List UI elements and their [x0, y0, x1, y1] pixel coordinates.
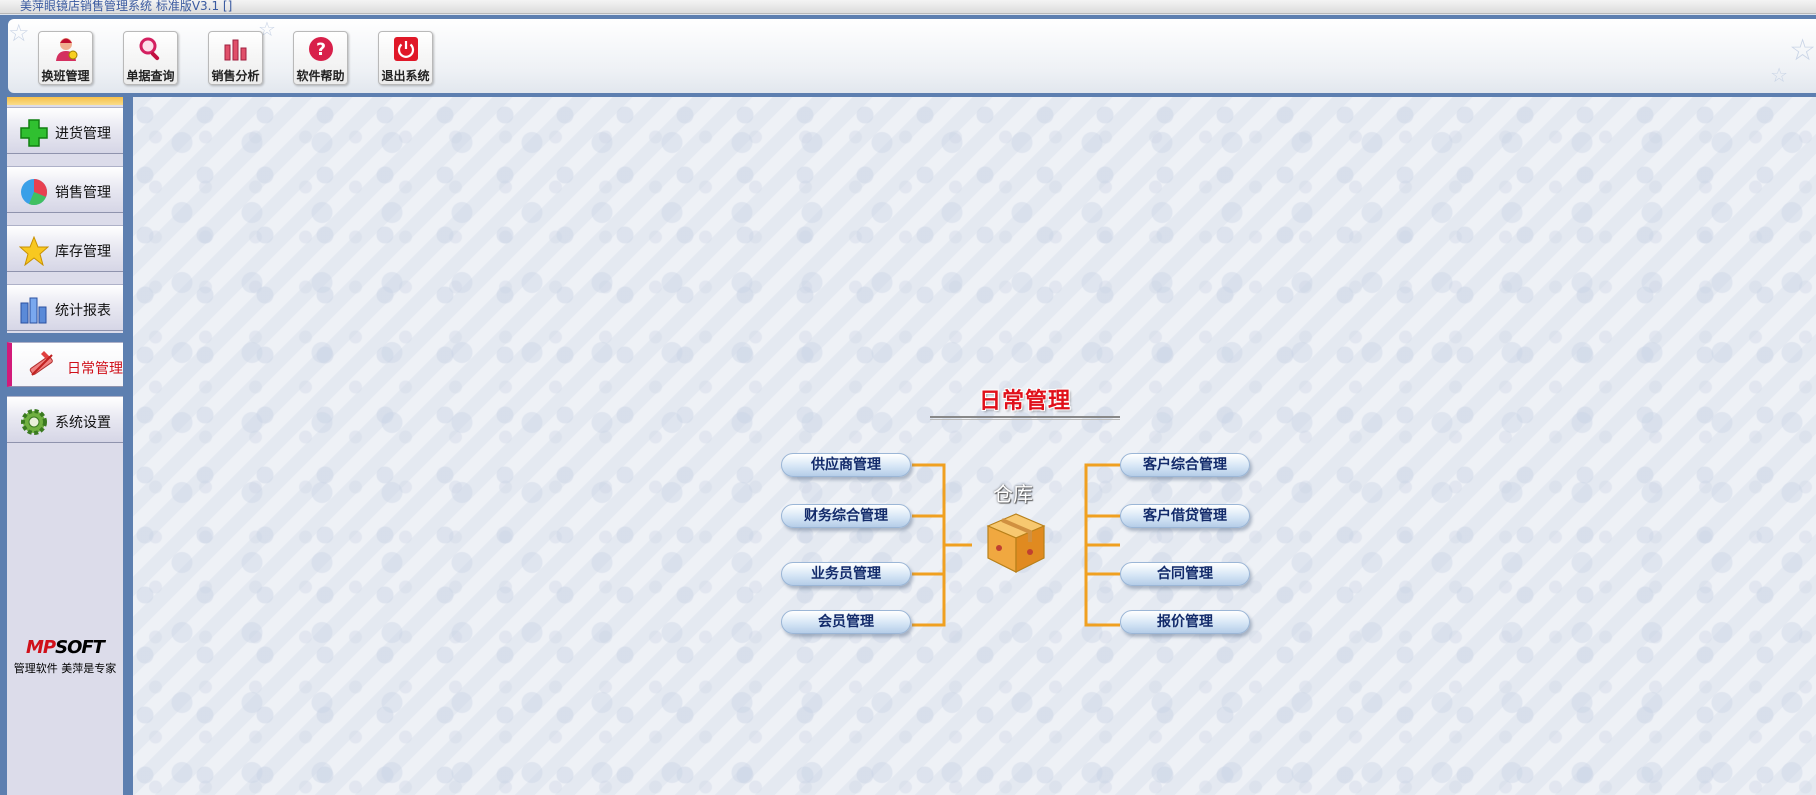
svg-text:?: ?: [316, 40, 326, 60]
window-title: 美萍眼镜店销售管理系统 标准版V3.1 []: [20, 0, 233, 13]
section-title-rule: [930, 416, 1120, 420]
decorative-star-icon: ☆: [1770, 63, 1788, 87]
shift-management-label: 换班管理: [41, 69, 90, 83]
supplier-management-button[interactable]: 供应商管理: [781, 453, 911, 477]
toolbar: ☆ ☆ ☆ ☆ ☆ ☆ 换班管理 单据查询: [8, 17, 1816, 93]
decorative-star-icon: ☆: [1789, 33, 1816, 68]
bar-chart-icon: [224, 39, 247, 61]
logo-slogan: 管理软件 美萍是专家: [13, 662, 117, 675]
tools-icon: [29, 351, 53, 376]
customer-loan-management-button[interactable]: 客户借贷管理: [1120, 504, 1250, 528]
connector-lines: [912, 463, 1120, 627]
sales-analysis-label: 销售分析: [211, 69, 260, 83]
exit-system-button[interactable]: 退出系统: [378, 31, 433, 85]
window-title-bar: 美萍眼镜店销售管理系统 标准版V3.1 []: [0, 0, 1816, 14]
sidebar-item-label: 统计报表: [55, 303, 111, 319]
logo-brand-red: MP: [26, 637, 56, 658]
sidebar-item-reports[interactable]: 统计报表: [7, 284, 123, 331]
document-query-label: 单据查询: [126, 69, 175, 83]
section-title: 日常管理: [978, 389, 1071, 414]
power-exit-icon: [394, 37, 418, 61]
software-help-button[interactable]: ? 软件帮助: [293, 31, 348, 85]
decorative-star-icon: ☆: [8, 19, 30, 47]
sidebar: 进货管理 销售管理 库存管理 统计报表: [7, 97, 123, 795]
document-query-button[interactable]: 单据查询: [123, 31, 178, 85]
main-panel: [133, 97, 1816, 795]
sidebar-divider: [7, 387, 123, 397]
help-question-icon: ?: [309, 37, 333, 61]
bar-chart-icon: [20, 297, 47, 324]
customer-management-button[interactable]: 客户综合管理: [1120, 453, 1250, 477]
quotation-management-button[interactable]: 报价管理: [1120, 610, 1250, 634]
sidebar-divider: [7, 333, 123, 343]
software-help-label: 软件帮助: [296, 69, 345, 83]
sidebar-item-inventory[interactable]: 库存管理: [7, 225, 123, 272]
sales-analysis-button[interactable]: 销售分析: [208, 31, 263, 85]
exit-system-label: 退出系统: [381, 69, 430, 83]
gear-icon: [21, 409, 47, 435]
mpsoft-logo: MPSOFT 管理软件 美萍是专家: [7, 637, 123, 676]
sidebar-item-label: 系统设置: [55, 415, 111, 431]
sidebar-item-sales[interactable]: 销售管理: [7, 166, 123, 213]
logo-brand: MPSOFT: [7, 637, 123, 658]
green-plus-icon: [20, 119, 48, 147]
contract-management-button[interactable]: 合同管理: [1120, 562, 1250, 586]
pie-chart-icon: [21, 179, 47, 205]
sidebar-item-settings[interactable]: 系统设置: [7, 396, 123, 443]
sidebar-frame: 进货管理 销售管理 库存管理 统计报表: [0, 97, 133, 795]
sidebar-item-daily[interactable]: 日常管理: [7, 342, 123, 387]
finance-management-button[interactable]: 财务综合管理: [781, 504, 911, 528]
sidebar-item-label: 日常管理: [67, 361, 123, 377]
warehouse-label: 仓库: [993, 482, 1033, 506]
shift-change-icon: [56, 38, 78, 61]
logo-brand-black: SOFT: [55, 637, 105, 658]
sidebar-top-accent: [7, 97, 123, 105]
warehouse-box-icon[interactable]: [982, 508, 1050, 576]
sidebar-item-label: 库存管理: [55, 244, 111, 260]
sidebar-item-label: 销售管理: [55, 185, 111, 201]
toolbar-frame: ☆ ☆ ☆ ☆ ☆ ☆ 换班管理 单据查询: [0, 15, 1816, 97]
star-icon: [19, 236, 49, 266]
member-management-button[interactable]: 会员管理: [781, 610, 911, 634]
sidebar-item-label: 进货管理: [55, 126, 111, 142]
magnifier-search-icon: [139, 37, 160, 61]
sidebar-item-purchase[interactable]: 进货管理: [7, 107, 123, 154]
shift-management-button[interactable]: 换班管理: [38, 31, 93, 85]
salesperson-management-button[interactable]: 业务员管理: [781, 562, 911, 586]
